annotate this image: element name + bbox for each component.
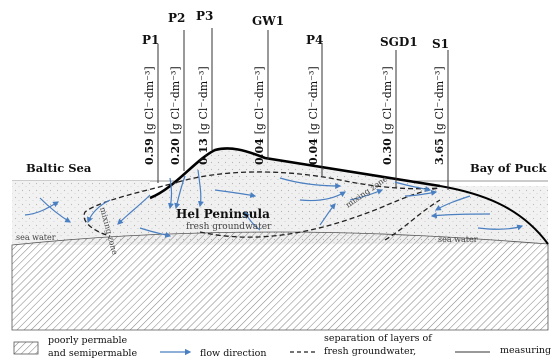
flow-arrow bbox=[349, 188, 384, 201]
flow-arrow bbox=[299, 191, 347, 202]
legend: poorly permable and semipermable flow di… bbox=[13, 333, 551, 359]
flow-arrow bbox=[244, 210, 261, 231]
separation-line-top bbox=[177, 171, 441, 190]
flow-arrow bbox=[24, 201, 60, 216]
legend-poorly-permable: poorly permable bbox=[48, 335, 128, 346]
flow-arrow bbox=[279, 177, 342, 189]
separation-line-middle bbox=[199, 187, 441, 238]
legend-separation-of-layers: separation of layers of bbox=[324, 333, 433, 344]
hel-peninsula-label: Hel Peninsula bbox=[176, 207, 270, 221]
legend-fresh-groundwater: fresh groundwater, bbox=[324, 346, 416, 357]
legend-semipermable: and semipermable bbox=[48, 348, 137, 358]
flow-arrow bbox=[430, 212, 491, 219]
well-value-s1: 3.65 [g Cl⁻·dm⁻³] bbox=[433, 66, 446, 165]
flow-arrow bbox=[86, 199, 111, 224]
well-name-p4: P4 bbox=[306, 33, 323, 47]
bay-of-puck-label: Bay of Puck bbox=[470, 161, 547, 175]
peninsula-body bbox=[12, 148, 548, 245]
legend-measuring: measuring bbox=[500, 345, 551, 356]
sea-water-left-label: sea water bbox=[16, 233, 56, 242]
well-name-gw1: GW1 bbox=[252, 14, 284, 28]
fresh-groundwater-label: fresh groundwater bbox=[186, 222, 272, 232]
flow-arrow bbox=[167, 177, 174, 210]
baltic-sea-label: Baltic Sea bbox=[26, 161, 92, 175]
well-value-p2: 0.20 [g Cl⁻·dm⁻³] bbox=[169, 66, 182, 165]
sea-water-right-label: sea water bbox=[438, 235, 478, 244]
flow-arrows bbox=[24, 169, 524, 238]
measuring-wells: P1 0.59 [g Cl⁻·dm⁻³] P2 0.20 [g Cl⁻·dm⁻³] P3… bbox=[142, 9, 449, 190]
separation-line-left bbox=[83, 181, 179, 237]
well-name-p1: P1 bbox=[142, 33, 159, 47]
flow-arrow bbox=[174, 175, 186, 210]
separation-line-right bbox=[384, 199, 441, 241]
aquifer-extension bbox=[12, 181, 150, 245]
flow-arrow bbox=[197, 169, 204, 208]
flow-arrow bbox=[477, 224, 524, 231]
flow-arrow bbox=[39, 197, 72, 223]
well-name-sgd1: SGD1 bbox=[380, 35, 418, 49]
well-value-p1: 0.59 [g Cl⁻·dm⁻³] bbox=[143, 66, 156, 165]
seabed-right bbox=[439, 185, 549, 245]
flow-arrow bbox=[319, 203, 336, 226]
flow-arrow bbox=[214, 189, 257, 199]
flow-arrow bbox=[394, 181, 432, 193]
flow-arrow bbox=[434, 195, 471, 211]
flow-arrow bbox=[139, 227, 172, 238]
well-value-p4: 0.04 [g Cl⁻·dm⁻³] bbox=[307, 66, 320, 165]
impermeable-layer bbox=[11, 231, 549, 331]
well-name-p3: P3 bbox=[196, 9, 213, 23]
legend-hatch-swatch bbox=[13, 341, 39, 355]
flow-arrow bbox=[404, 189, 438, 197]
legend-flow-direction: flow direction bbox=[200, 348, 267, 358]
flow-arrow bbox=[117, 194, 151, 225]
aquifer-extension-right bbox=[440, 186, 548, 244]
well-value-gw1: 0.04 [g Cl⁻·dm⁻³] bbox=[253, 66, 266, 165]
well-value-sgd1: 0.30 [g Cl⁻·dm⁻³] bbox=[381, 66, 394, 165]
land-surface bbox=[149, 147, 441, 200]
well-name-p2: P2 bbox=[168, 11, 185, 25]
well-value-p3: 0.13 [g Cl⁻·dm⁻³] bbox=[197, 66, 210, 165]
well-name-s1: S1 bbox=[432, 37, 449, 51]
